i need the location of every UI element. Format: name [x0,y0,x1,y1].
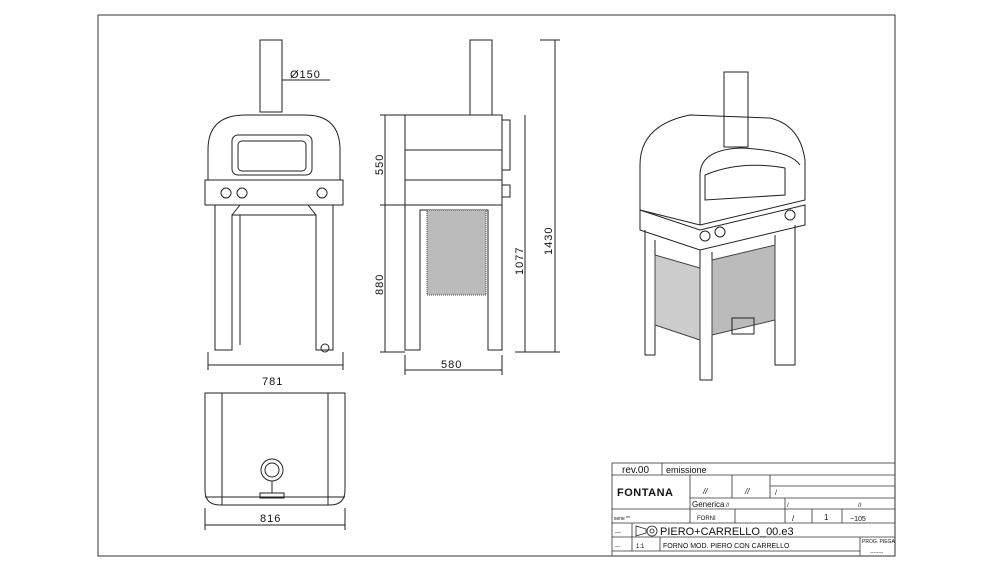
quantity: 1 [824,513,829,522]
fontana-logo: FONTANA [617,487,673,499]
scale: 1:1 [636,544,645,550]
dim-stand-height: 880 [374,274,386,295]
description: FORNO MOD. PIERO CON CARRELLO [663,543,790,550]
dim-total-height: 1430 [543,227,555,255]
scale-prefix: --- [615,544,620,550]
serie-label: serie [614,516,625,522]
dim-chimney-diameter: Ø150 [290,69,321,81]
dim-top-width: 816 [260,513,281,525]
revision-note: emissione [666,465,707,475]
dim-side-depth: 580 [441,359,462,371]
isometric-view [639,71,806,381]
front-view [204,39,344,370]
weight: ~105 [850,516,866,523]
material: Generica [692,500,725,509]
prog-label: PROG. PIEGA [862,539,895,545]
dim-floor-height: 1077 [514,247,526,275]
code-prefix: --- [615,530,621,536]
field-e: // [858,503,862,509]
field-a: // [702,487,708,496]
dim-front-width: 781 [262,376,283,388]
projection-symbol-icon [635,525,658,537]
prog-value: -------- [870,550,884,556]
material-value: // [726,503,730,509]
field-b: // [744,487,750,496]
field-f: / [792,514,795,523]
title-block [611,462,896,557]
serie-value: ** [626,516,630,522]
revision: rev.00 [622,465,649,476]
field-d: / [787,503,789,509]
sheet-frame [97,14,896,557]
top-view [204,392,346,530]
dim-oven-height: 550 [374,154,386,175]
drawing-code: PIERO+CARRELLO_00.e3 [660,526,794,538]
side-view [380,39,560,375]
field-c: / [775,490,777,497]
group: FORNI [697,516,716,522]
